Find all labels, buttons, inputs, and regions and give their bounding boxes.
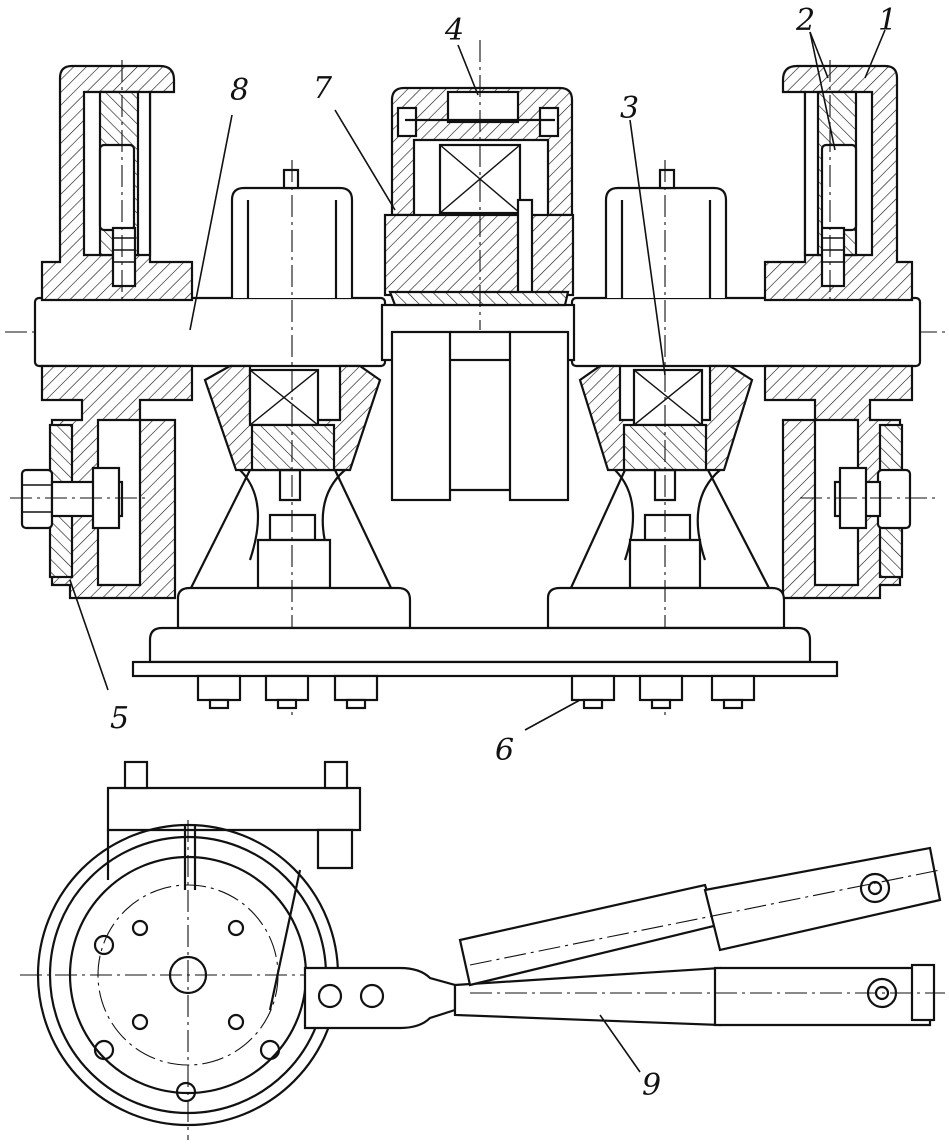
label-5: 5 xyxy=(110,701,129,736)
wheel-bolts xyxy=(93,919,281,1103)
left-bearing-housing xyxy=(176,160,412,720)
label-2: 2 xyxy=(795,3,815,38)
right-wheel xyxy=(763,60,940,600)
label-6: 6 xyxy=(495,733,514,768)
base-plate xyxy=(131,626,839,710)
front-section-view xyxy=(5,40,945,720)
right-bearing-housing xyxy=(546,160,786,720)
side-view xyxy=(20,760,945,1140)
part-labels: 1 2 3 4 5 6 7 8 9 xyxy=(110,3,897,1103)
lever-arm xyxy=(303,846,945,1030)
label-4: 4 xyxy=(444,13,464,48)
axle xyxy=(33,296,922,368)
label-9: 9 xyxy=(642,1068,661,1103)
left-wheel xyxy=(10,60,194,600)
center-drive-unit xyxy=(383,40,575,502)
base-bolts xyxy=(196,674,756,710)
label-3: 3 xyxy=(620,91,639,126)
label-7: 7 xyxy=(313,71,333,106)
leader-lines xyxy=(69,29,886,1073)
label-8: 8 xyxy=(230,73,249,108)
label-1: 1 xyxy=(878,3,897,38)
